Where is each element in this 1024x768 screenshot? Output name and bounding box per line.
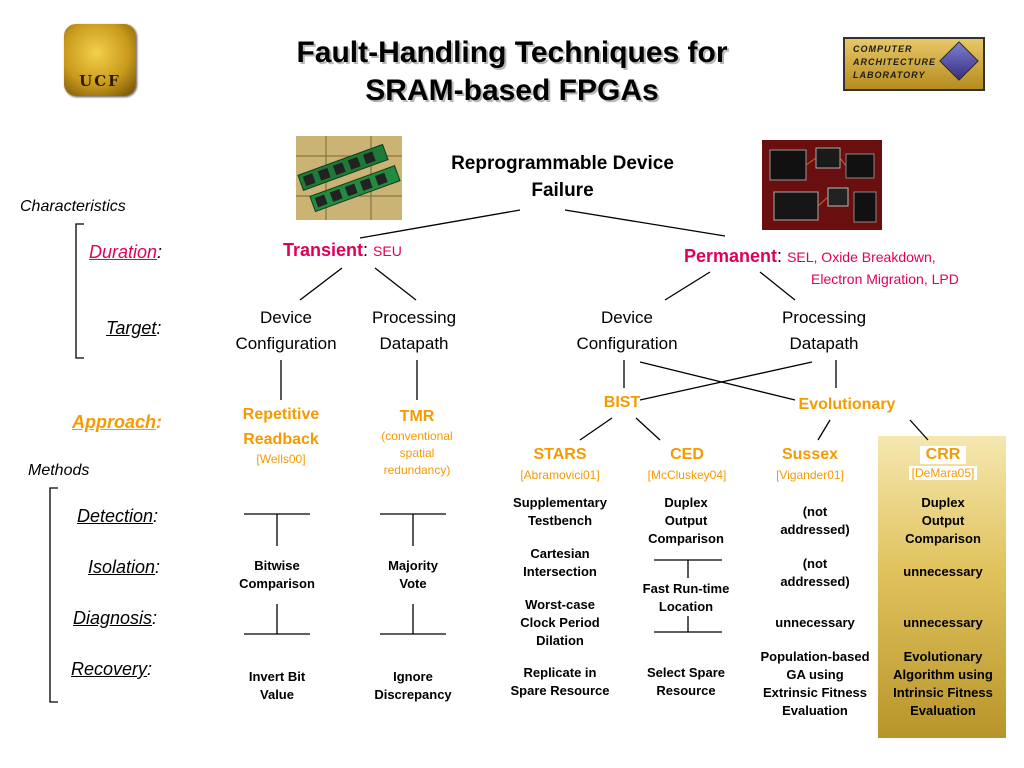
permanent-node: Permanent: SEL, Oxide Breakdown, xyxy=(684,246,936,266)
permanent-detail-line2: Electron Migration, LPD xyxy=(811,271,959,287)
circuit-board-photo xyxy=(762,140,882,230)
ucf-logo: UCF xyxy=(64,24,136,96)
sussex-method: Sussex [Vigander01] xyxy=(776,446,844,482)
duration-label: Duration: xyxy=(89,242,163,262)
crr-method: CRR [DeMara05] xyxy=(898,446,988,482)
sussex-diagnosis-cell: unnecessary xyxy=(775,615,855,630)
root-node: Reprogrammable Device Failure xyxy=(451,153,674,201)
characteristics-label: Characteristics xyxy=(20,198,126,215)
memory-modules-photo xyxy=(296,136,402,220)
circuit-board-icon xyxy=(762,140,882,230)
stars-method: STARS [Abramovici01] xyxy=(520,446,600,482)
computer-architecture-lab-logo: COMPUTER ARCHITECTURE LABORATORY xyxy=(843,37,985,91)
detection-label: Detection: xyxy=(77,506,159,526)
diagnosis-label: Diagnosis: xyxy=(73,608,158,628)
page-title: Fault-Handling Techniques for SRAM-based… xyxy=(296,36,728,107)
crr-highlight-box xyxy=(878,436,1006,738)
target-label: Target: xyxy=(106,318,162,338)
isolation-label: Isolation: xyxy=(88,557,161,577)
tmr-node: TMR (conventional spatial redundancy) xyxy=(381,408,453,477)
transient-node: Transient: SEU xyxy=(283,240,402,260)
crr-isolation-cell: unnecessary xyxy=(903,564,983,579)
methods-label: Methods xyxy=(28,462,90,479)
recovery-label: Recovery: xyxy=(71,659,153,679)
approach-label: Approach: xyxy=(72,412,163,432)
repetitive-readback-node: Repetitive Readback [Wells00] xyxy=(242,406,320,466)
ced-method: CED [McCluskey04] xyxy=(647,446,727,482)
evolutionary-node: Evolutionary xyxy=(798,396,896,413)
memory-modules-icon xyxy=(296,136,402,220)
bist-node: BIST xyxy=(603,394,641,411)
crr-diagnosis-cell: unnecessary xyxy=(903,615,983,630)
